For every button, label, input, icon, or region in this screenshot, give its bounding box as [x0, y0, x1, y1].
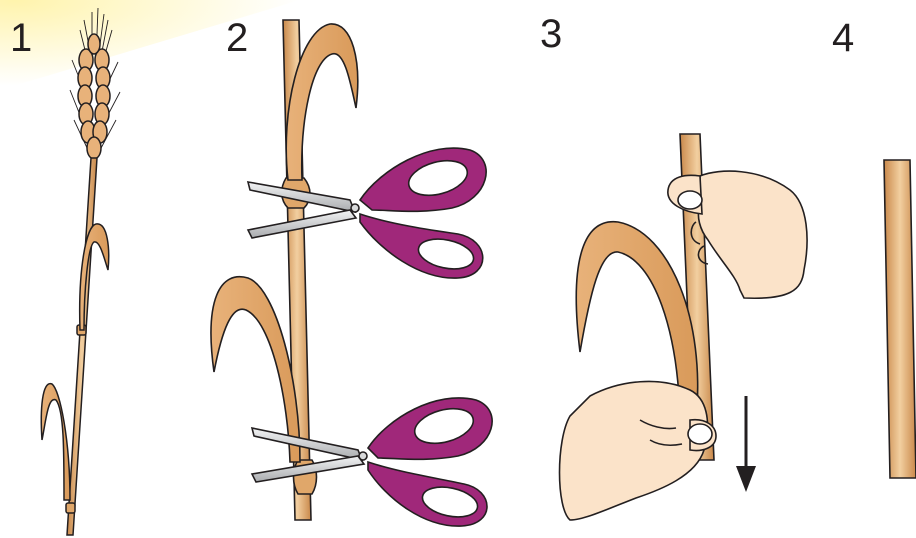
wheat-stalk-icon: [41, 8, 120, 535]
scissors-icon: [248, 148, 486, 278]
down-arrow-icon: [736, 396, 756, 492]
hand-icon: [560, 381, 717, 520]
straw-icon: [884, 160, 916, 478]
